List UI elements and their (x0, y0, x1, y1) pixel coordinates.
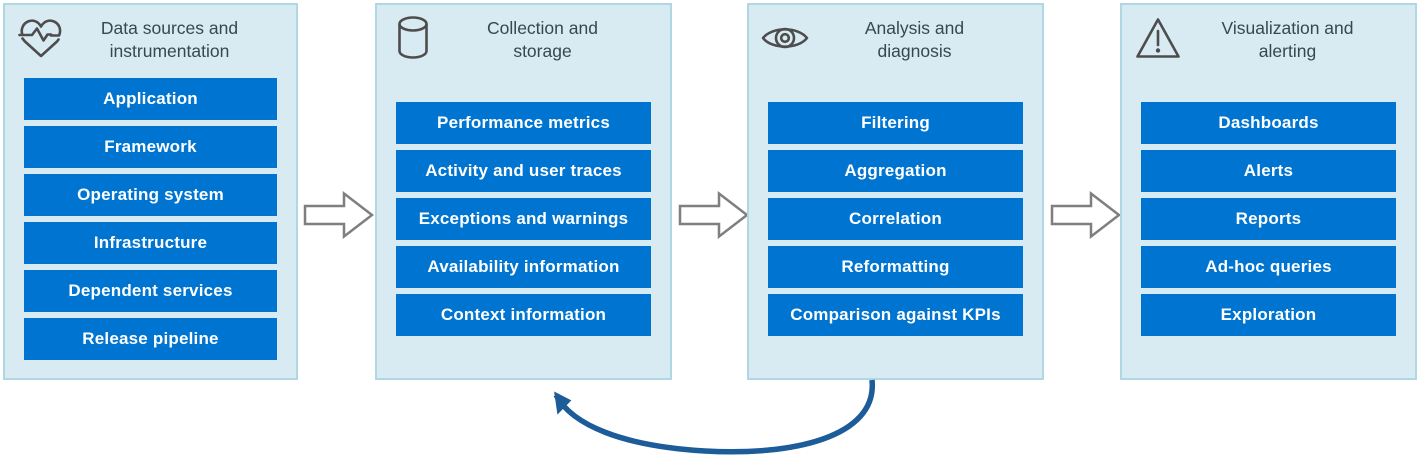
panel-data-sources-header: Data sources and instrumentation (17, 15, 284, 63)
node-exploration: Exploration (1141, 294, 1396, 336)
node-alerts: Alerts (1141, 150, 1396, 192)
node-application: Application (24, 78, 277, 120)
panel-collection-storage-header: Collection and storage (389, 15, 658, 63)
node-operating-system: Operating system (24, 174, 277, 216)
node-exceptions-warnings: Exceptions and warnings (396, 198, 651, 240)
warning-triangle-icon (1134, 15, 1182, 61)
node-dependent-services: Dependent services (24, 270, 277, 312)
panel-analysis-diagnosis-header: Analysis and diagnosis (761, 15, 1030, 63)
database-icon (389, 15, 437, 61)
panel-title: Visualization and alerting (1221, 18, 1354, 61)
panel-title: Collection and storage (487, 18, 598, 61)
node-reports: Reports (1141, 198, 1396, 240)
panel-title: Data sources and instrumentation (100, 18, 239, 61)
collection-storage-items: Performance metrics Activity and user tr… (396, 102, 651, 336)
flow-arrow-1 (303, 191, 375, 239)
data-sources-items: Application Framework Operating system I… (24, 78, 277, 360)
node-filtering: Filtering (768, 102, 1023, 144)
eye-icon (761, 15, 809, 61)
node-aggregation: Aggregation (768, 150, 1023, 192)
node-infrastructure: Infrastructure (24, 222, 277, 264)
node-activity-user-traces: Activity and user traces (396, 150, 651, 192)
heartbeat-icon (17, 15, 65, 61)
visualization-alerting-items: Dashboards Alerts Reports Ad-hoc queries… (1141, 102, 1396, 336)
node-performance-metrics: Performance metrics (396, 102, 651, 144)
node-context-information: Context information (396, 294, 651, 336)
node-release-pipeline: Release pipeline (24, 318, 277, 360)
panel-title: Analysis and diagnosis (864, 18, 965, 61)
node-framework: Framework (24, 126, 277, 168)
panel-data-sources: Data sources and instrumentation Applica… (3, 3, 298, 380)
node-correlation: Correlation (768, 198, 1023, 240)
panel-visualization-alerting: Visualization and alerting Dashboards Al… (1120, 3, 1417, 380)
node-reformatting: Reformatting (768, 246, 1023, 288)
flow-arrow-3 (1050, 191, 1122, 239)
node-dashboards: Dashboards (1141, 102, 1396, 144)
node-ad-hoc-queries: Ad-hoc queries (1141, 246, 1396, 288)
panel-analysis-diagnosis: Analysis and diagnosis Filtering Aggrega… (747, 3, 1044, 380)
analysis-diagnosis-items: Filtering Aggregation Correlation Reform… (768, 102, 1023, 336)
flow-arrow-2 (678, 191, 750, 239)
panel-visualization-alerting-header: Visualization and alerting (1134, 15, 1403, 63)
node-availability-information: Availability information (396, 246, 651, 288)
panel-collection-storage: Collection and storage Performance metri… (375, 3, 672, 380)
node-comparison-against-kpis: Comparison against KPIs (768, 294, 1023, 336)
